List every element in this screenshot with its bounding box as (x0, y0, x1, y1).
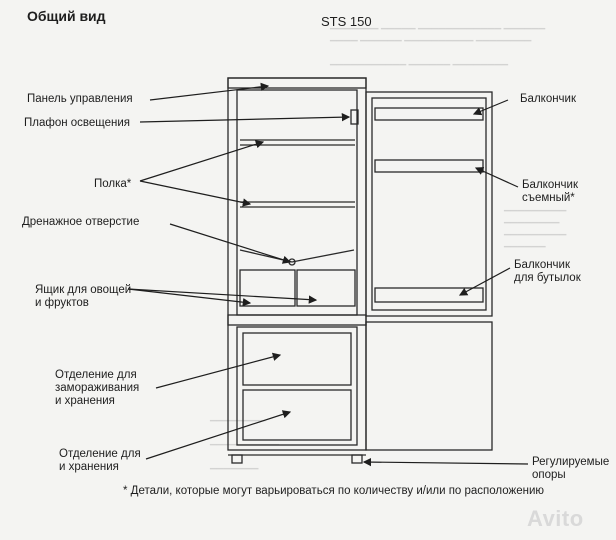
door-outline (365, 91, 493, 451)
label-control-panel: Панель управления (27, 93, 133, 105)
label-shelf: Полка* (94, 178, 132, 190)
leader-light (139, 112, 351, 123)
foot (351, 454, 363, 464)
label-freezer-line2: замораживания (55, 382, 140, 394)
door-balcony (374, 107, 484, 121)
control-panel-shape (227, 77, 367, 89)
label-crisper-line2: и фруктов (35, 297, 89, 309)
door-upper (365, 91, 493, 317)
light-fixture-shape (350, 109, 359, 125)
fridge-body (227, 77, 367, 451)
leader-removable (474, 167, 519, 188)
door-upper-inner (371, 97, 487, 311)
label-crisper: Ящик для овощей и фруктов (35, 284, 131, 310)
watermark-logo: Avito (527, 506, 584, 531)
leader-shelf (139, 180, 252, 207)
freezer-drawer (242, 332, 352, 386)
label-bottle-line2: для бутылок (514, 272, 581, 284)
bleed-through-text: ▁▁▁▁▁▁▁ ▁▁▁▁▁ ▁▁▁▁▁▁▁▁▁▁▁▁ ▁▁▁▁▁▁▁▁▁▁ ▁▁… (330, 19, 546, 65)
label-crisper-line1: Ящик для овощей (35, 284, 132, 296)
leader-freezer (155, 352, 282, 389)
footnote: * Детали, которые могут варьироваться по… (123, 485, 545, 497)
foot (231, 454, 243, 464)
leader-drain (169, 223, 292, 264)
door-balcony-bottles (374, 287, 484, 303)
label-feet: Регулируемые опоры (532, 456, 609, 482)
label-light: Плафон освещения (24, 117, 131, 129)
bleed-through-text: ▁▁▁▁▁▁▁▁▁▁▁▁▁▁▁▁▁▁▁▁▁▁▁▁▁▁▁▁▁▁▁▁ (504, 201, 567, 247)
label-balcony: Балкончик (520, 93, 577, 105)
door-lower (365, 321, 493, 451)
leader-feet (362, 457, 529, 467)
label-freezer-line3: и хранения (55, 395, 115, 407)
leader-control-panel (149, 82, 270, 101)
freezer-drawer (242, 389, 352, 441)
leader-shelf (139, 140, 265, 182)
label-feet-line1: Регулируемые (532, 456, 610, 468)
label-removable-balcony: Балкончик съемный* (522, 179, 578, 205)
label-removable-line1: Балкончик (522, 179, 579, 191)
label-storage: Отделение для и хранения (59, 448, 141, 474)
label-drain: Дренажное отверстие (22, 216, 140, 228)
label-bottle-line1: Балкончик (514, 259, 571, 271)
label-freezer: Отделение для замораживания и хранения (55, 369, 139, 408)
label-storage-line2: и хранения (59, 461, 119, 473)
page-title: Общий вид (27, 8, 106, 24)
label-bottle-balcony: Балкончик для бутылок (514, 259, 581, 285)
leader-storage (145, 410, 292, 460)
door-balcony-removable (374, 159, 484, 173)
divider (227, 314, 367, 326)
leader-lines (127, 82, 529, 467)
crisper-drawer (296, 269, 356, 307)
leader-balcony (472, 99, 509, 116)
label-removable-line2: съемный* (522, 192, 575, 204)
leader-bottles (458, 267, 511, 296)
crisper-drawer (239, 269, 296, 307)
label-freezer-line1: Отделение для (55, 369, 137, 381)
freezer-compartment (236, 326, 358, 446)
label-storage-line1: Отделение для (59, 448, 141, 460)
label-feet-line2: опоры (532, 469, 566, 481)
model-name: STS 150 (321, 14, 372, 29)
fridge-outline (227, 77, 367, 464)
leader-crisper (127, 288, 252, 307)
leader-crisper (127, 288, 318, 304)
drain-funnel (239, 249, 355, 263)
